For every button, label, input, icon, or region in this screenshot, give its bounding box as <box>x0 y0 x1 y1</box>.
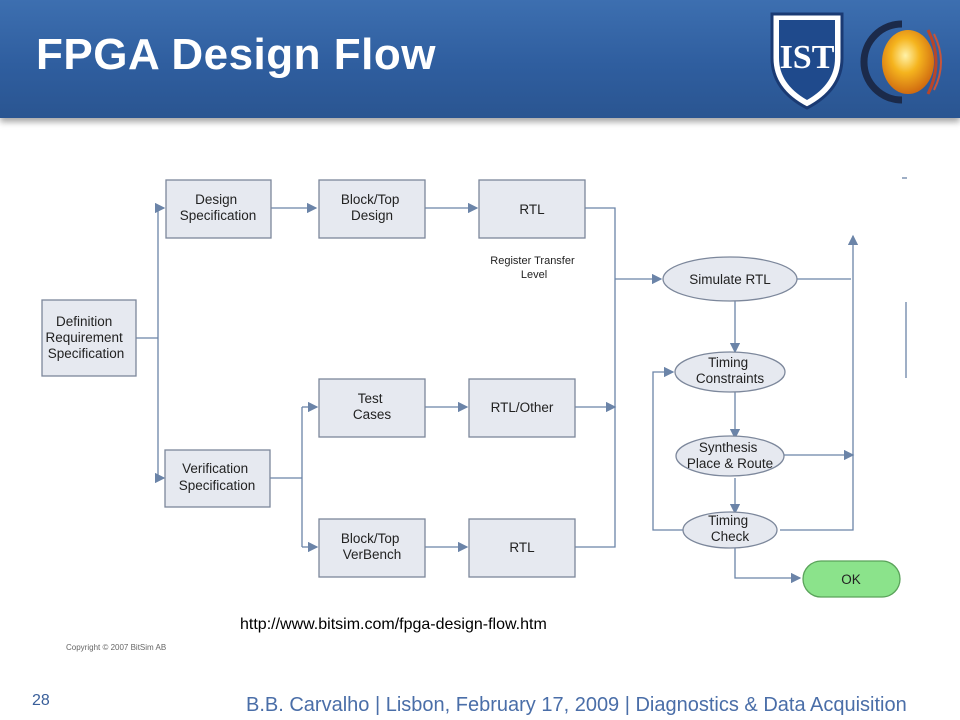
rtl-caption-line-2: Level <box>521 269 547 281</box>
source-url: http://www.bitsim.com/fpga-design-flow.h… <box>240 616 547 633</box>
copyright-note: Copyright © 2007 BitSim AB <box>66 643 167 652</box>
svg-text:Block/Top VerBench: Block/Top VerBench <box>341 531 403 562</box>
test-cases-box: Test Cases <box>318 378 426 438</box>
timing-check-line-1: Timing <box>708 513 748 528</box>
ok-label: OK <box>841 572 861 587</box>
svg-text:Definition Requirement: Definition Requirement Specification <box>45 314 126 361</box>
timing-check-ellipse: Timing Check <box>682 511 778 549</box>
fpga-flow-diagram: Definition Requirement Specification Des… <box>41 177 907 598</box>
block-top-design-line-1: Block/Top <box>341 192 400 207</box>
rtl-other-label: RTL/Other <box>491 400 554 415</box>
svg-text:Timing Constraints: Timing Constraints <box>696 355 765 386</box>
synthesis-ellipse: Synthesis Place & Route <box>675 435 785 477</box>
timing-constraints-line-2: Constraints <box>696 371 765 386</box>
block-top-verbench-line-1: Block/Top <box>341 531 400 546</box>
verification-spec-box: Verification Specification <box>164 449 271 508</box>
slide-title: FPGA Design Flow <box>36 30 436 79</box>
svg-text:Design Specification: Design Specification <box>180 192 257 223</box>
test-cases-line-1: Test <box>358 391 383 406</box>
timing-constraints-line-1: Timing <box>708 355 748 370</box>
verification-spec-line-2: Specification <box>179 478 256 493</box>
block-top-verbench-box: Block/Top VerBench <box>318 518 426 578</box>
ipfn-orb-logo <box>860 20 942 104</box>
rtl-top-box: RTL <box>478 179 586 239</box>
svg-text:Synthesis Place & Route: Synthesis Place & Route <box>687 440 773 471</box>
svg-text:RTL: RTL <box>519 202 545 217</box>
definition-line-2: Requirement <box>45 330 123 345</box>
design-spec-line-1: Design <box>195 192 237 207</box>
slide-header: FPGA Design Flow IST <box>0 0 960 118</box>
rtl-top-label: RTL <box>519 202 545 217</box>
definition-line-3: Specification <box>48 346 125 361</box>
definition-box: Definition Requirement Specification <box>41 299 137 377</box>
design-spec-line-2: Specification <box>180 208 257 223</box>
svg-text:Timing Check: Timing Check <box>708 513 752 544</box>
rtl-other-box: RTL/Other <box>468 378 576 438</box>
simulate-rtl-label: Simulate RTL <box>689 272 771 287</box>
flow-connectors <box>136 177 907 584</box>
test-cases-line-2: Cases <box>353 407 392 422</box>
svg-text:Block/Top Design: Block/Top Design <box>341 192 403 223</box>
timing-constraints-ellipse: Timing Constraints <box>674 351 786 393</box>
rtl-caption-line-1: Register Transfer <box>490 255 575 267</box>
rtl-bottom-box: RTL <box>468 518 576 578</box>
page-number: 28 <box>32 692 50 709</box>
synthesis-line-2: Place & Route <box>687 456 773 471</box>
block-top-verbench-line-2: VerBench <box>343 547 402 562</box>
svg-text:Test Cases: Test Cases <box>353 391 392 422</box>
rtl-bottom-label: RTL <box>509 540 535 555</box>
simulate-rtl-ellipse: Simulate RTL <box>662 256 798 302</box>
slide-footer: B.B. Carvalho | Lisbon, February 17, 200… <box>246 694 907 716</box>
synthesis-line-1: Synthesis <box>699 440 758 455</box>
svg-text:Verification Specificati: Verification Specification <box>179 461 256 493</box>
ok-ellipse: OK <box>802 560 901 598</box>
design-spec-box: Design Specification <box>165 179 272 239</box>
svg-text:RTL: RTL <box>509 540 535 555</box>
ist-shield-logo: IST <box>770 12 844 110</box>
timing-check-line-2: Check <box>711 529 750 544</box>
svg-text:RTL/Other: RTL/Other <box>491 400 554 415</box>
definition-line-1: Definition <box>56 314 112 329</box>
svg-text:OK: OK <box>841 572 861 587</box>
verification-spec-line-1: Verification <box>182 461 248 476</box>
svg-text:IST: IST <box>780 39 835 76</box>
block-top-design-line-2: Design <box>351 208 393 223</box>
svg-text:Simulate RTL: Simulate RTL <box>689 272 771 287</box>
rtl-caption: Register Transfer Level <box>490 255 577 281</box>
block-top-design-box: Block/Top Design <box>318 179 426 239</box>
